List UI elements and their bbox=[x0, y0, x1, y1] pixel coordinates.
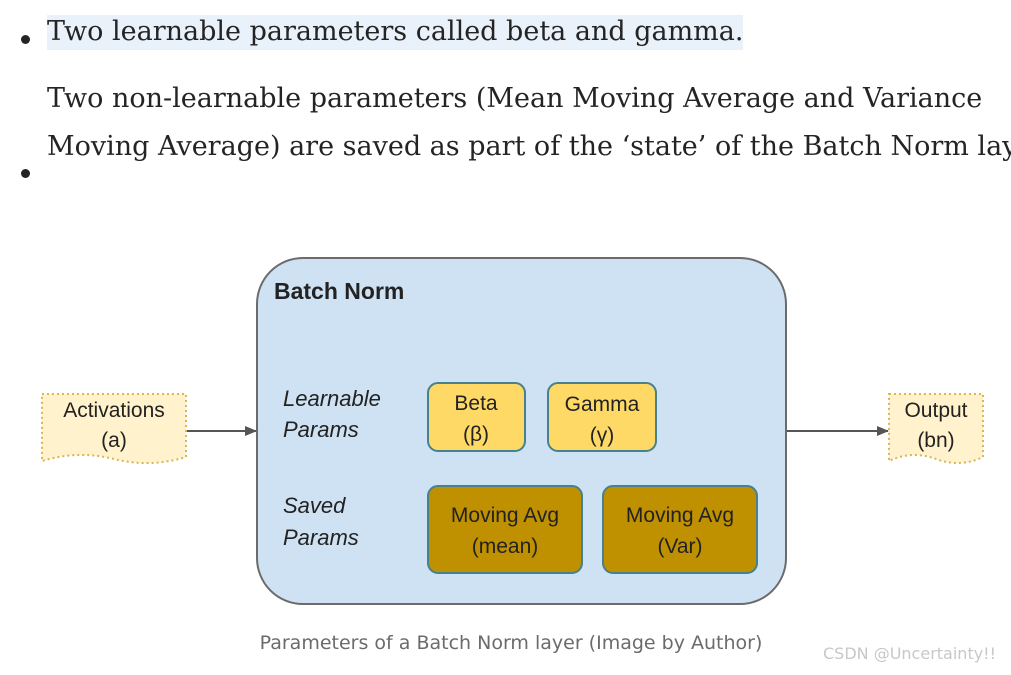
moving-avg-mean-label-line-1: Moving Avg bbox=[451, 504, 559, 527]
moving-avg-var-label-line-2: (Var) bbox=[657, 535, 702, 558]
output-label-line-2: (bn) bbox=[917, 429, 954, 452]
bullet-learnable-params: Two learnable parameters called beta and… bbox=[0, 8, 1011, 56]
saved-params-label-line-1: Saved bbox=[283, 493, 346, 518]
output-shape bbox=[888, 393, 984, 464]
bullet-text-highlighted: Two learnable parameters called beta and… bbox=[47, 15, 744, 50]
gamma-label-line-2: (γ) bbox=[590, 424, 615, 447]
moving-avg-var-box bbox=[602, 485, 758, 574]
beta-label-line-1: Beta bbox=[454, 392, 498, 415]
bullet-dot bbox=[21, 35, 30, 44]
beta-label-line-2: (β) bbox=[463, 423, 489, 446]
bullet-text-container: Two non-learnable parameters (Mean Movin… bbox=[47, 75, 1011, 171]
bullet-nonlearnable-params: Two non-learnable parameters (Mean Movin… bbox=[0, 75, 1011, 178]
learnable-params-label-line-2: Params bbox=[283, 417, 359, 442]
gamma-param-box bbox=[547, 382, 657, 452]
bullet-text-container: Two learnable parameters called beta and… bbox=[47, 8, 1007, 56]
figure-caption: Parameters of a Batch Norm layer (Image … bbox=[259, 632, 763, 654]
csdn-watermark: CSDN @Uncertainty!! bbox=[823, 644, 997, 663]
batch-norm-diagram: Batch Norm Activations (a) Output (bn) L… bbox=[41, 257, 984, 605]
gamma-label-line-1: Gamma bbox=[565, 393, 640, 416]
saved-params-label-line-2: Params bbox=[283, 525, 359, 550]
moving-avg-mean-label-line-2: (mean) bbox=[472, 535, 539, 558]
activations-label-line-2: (a) bbox=[101, 429, 127, 452]
batch-norm-title: Batch Norm bbox=[274, 278, 404, 304]
output-label-line-1: Output bbox=[904, 399, 967, 422]
bullet-text-line-2: Moving Average) are saved as part of the… bbox=[47, 131, 1011, 162]
activations-label-line-1: Activations bbox=[63, 399, 165, 422]
moving-avg-var-label-line-1: Moving Avg bbox=[626, 504, 734, 527]
learnable-params-label-line-1: Learnable bbox=[283, 386, 381, 411]
bullet-text-line-1: Two non-learnable parameters (Mean Movin… bbox=[47, 83, 983, 114]
activations-input-shape bbox=[41, 393, 187, 465]
bullet-dot bbox=[21, 169, 30, 178]
moving-avg-mean-box bbox=[427, 485, 583, 574]
beta-param-box bbox=[427, 382, 526, 452]
